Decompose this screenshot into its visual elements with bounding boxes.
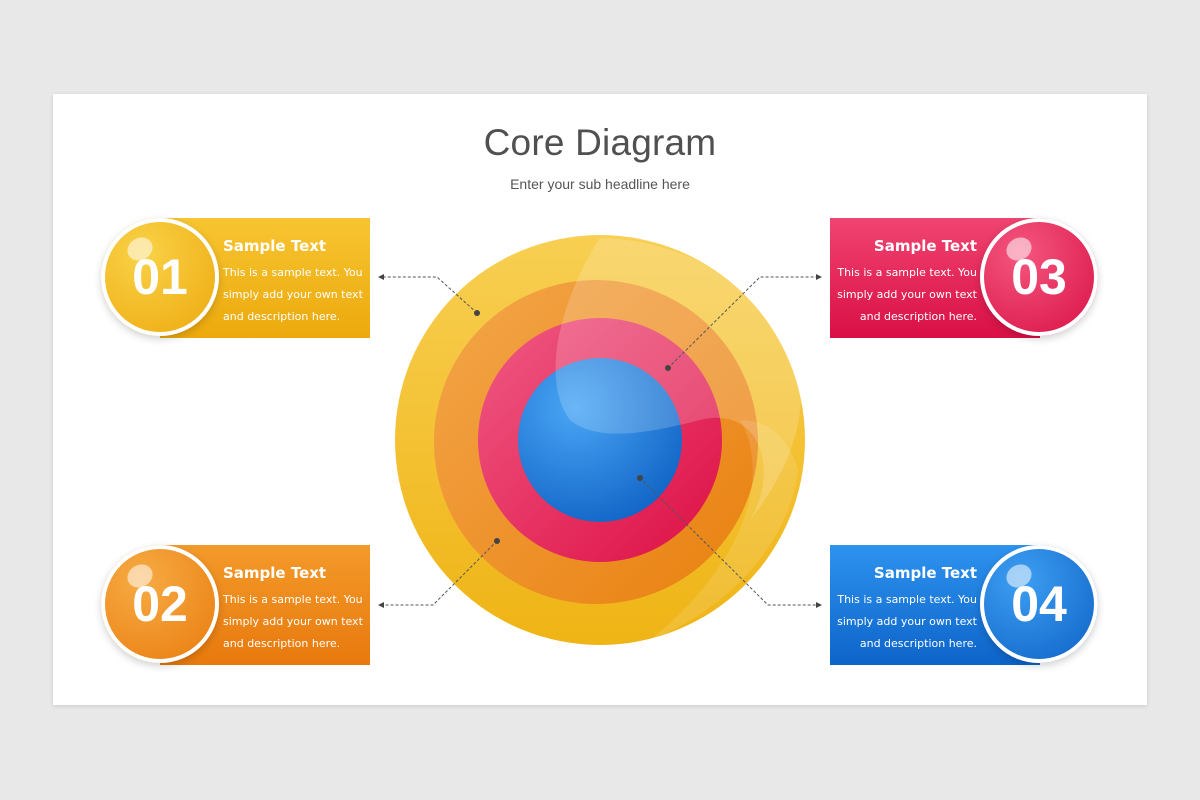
connector-02 — [380, 540, 498, 606]
card-03-line-1: This is a sample text. You — [837, 266, 977, 279]
arrow-head-04 — [816, 602, 822, 608]
gloss-highlight — [555, 238, 801, 520]
badge-03: 03 — [980, 218, 1098, 336]
card-01-line-2: simply add your own text — [223, 288, 363, 301]
gloss-lower — [650, 420, 798, 640]
badge-01-number: 01 — [132, 249, 188, 305]
arrow-head-02 — [378, 602, 384, 608]
connector-dot-02 — [494, 538, 500, 544]
arrow-head-01 — [378, 274, 384, 280]
card-02-line-3: and description here. — [223, 637, 341, 650]
card-02: Sample Text This is a sample text. You s… — [160, 545, 370, 665]
card-02-line-1: This is a sample text. You — [223, 593, 363, 606]
badge-02: 02 — [101, 545, 219, 663]
card-01-text: This is a sample text. You simply add yo… — [223, 262, 363, 328]
badge-04: 04 — [980, 545, 1098, 663]
connector-01 — [380, 276, 478, 314]
card-02-line-2: simply add your own text — [223, 615, 363, 628]
card-02-text: This is a sample text. You simply add yo… — [223, 589, 363, 655]
badge-04-number: 04 — [1011, 576, 1067, 632]
card-01-line-3: and description here. — [223, 310, 341, 323]
card-01-line-1: This is a sample text. You — [223, 266, 363, 279]
connector-dot-01 — [474, 310, 480, 316]
arrow-head-03 — [816, 274, 822, 280]
badge-02-number: 02 — [132, 576, 188, 632]
card-03: Sample Text This is a sample text. You s… — [830, 218, 1040, 338]
page-title: Core Diagram — [483, 122, 717, 163]
card-04: Sample Text This is a sample text. You s… — [830, 545, 1040, 665]
card-03-text: This is a sample text. You simply add yo… — [837, 262, 977, 328]
card-03-line-3: and description here. — [859, 310, 977, 323]
card-01-heading: Sample Text — [223, 237, 327, 255]
connector-dot-03 — [665, 365, 671, 371]
card-04-line-3: and description here. — [859, 637, 977, 650]
page-subtitle: Enter your sub headline here — [510, 176, 690, 192]
core-circle — [518, 358, 682, 522]
card-03-heading: Sample Text — [873, 237, 977, 255]
card-04-text: This is a sample text. You simply add yo… — [837, 589, 977, 655]
card-04-line-1: This is a sample text. You — [837, 593, 977, 606]
badge-03-number: 03 — [1011, 249, 1067, 305]
card-02-heading: Sample Text — [223, 564, 327, 582]
card-03-line-2: simply add your own text — [837, 288, 977, 301]
card-04-line-2: simply add your own text — [837, 615, 977, 628]
card-04-heading: Sample Text — [873, 564, 977, 582]
card-01: Sample Text This is a sample text. You s… — [160, 218, 370, 338]
connector-dot-04 — [637, 475, 643, 481]
badge-01: 01 — [101, 218, 219, 336]
connector-04 — [639, 477, 818, 606]
